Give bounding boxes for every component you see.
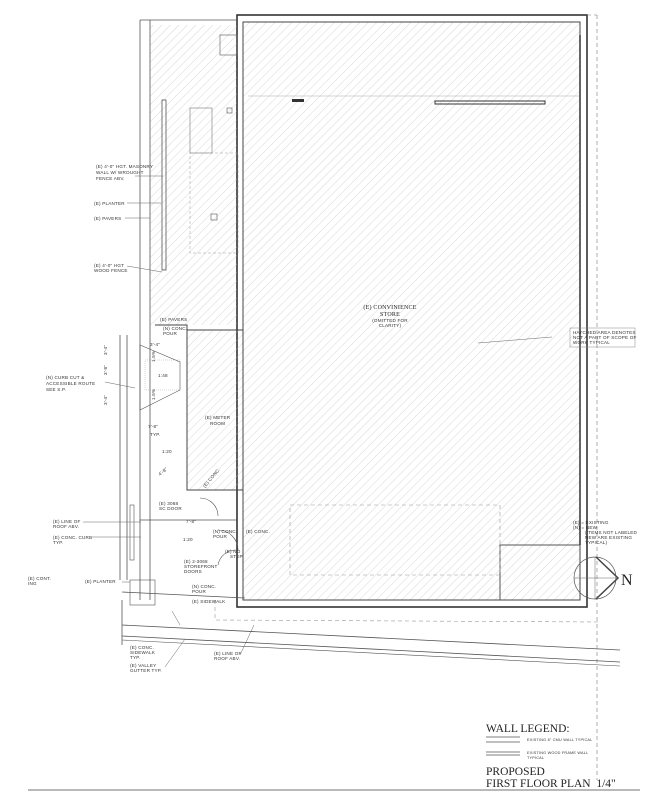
dimension: 1:20	[162, 449, 172, 454]
meter-room-label: ROOM	[210, 421, 225, 426]
no-step-label: STEP	[230, 554, 243, 559]
abbreviation: NEW ARE EXISTING	[585, 535, 632, 540]
store-name: (E) CONVINIENCE	[363, 304, 416, 311]
conc-pour-label: (N) CONC.	[163, 326, 187, 331]
conc-sidewalk-label: TYP.	[130, 655, 140, 660]
valley-gutter-label: (E) VALLEY	[130, 663, 156, 668]
door-label: SC DOOR	[159, 506, 182, 511]
hatch-note: NOT A PART OF SCOPE OF	[573, 335, 637, 340]
dimension: 1:48	[158, 373, 168, 378]
curb-cut-label: SEE S.P.	[46, 387, 66, 392]
planter-bottom-label: (E) PLANTER	[85, 579, 116, 584]
dimension: 4'-8"	[157, 466, 168, 476]
dimension: 3'-4"	[103, 345, 108, 355]
masonry-wall-label: WALL W/ WROUGHT	[96, 170, 144, 175]
wood-fence-label: (E) 4'-0" HGT	[94, 263, 124, 268]
conc-right-label: (E) CONC.	[246, 529, 270, 534]
courtyard	[119, 19, 244, 606]
title-line-2: FIRST FLOOR PLAN 1/4"	[486, 778, 616, 790]
dimension: 1.5%	[151, 389, 156, 400]
dimension: 7'-8"	[148, 424, 158, 429]
dimension: TYP.	[150, 432, 160, 437]
dimension: 1:20	[183, 537, 193, 542]
legend-item: EXISTING WOOD FRAME WALL	[527, 751, 588, 755]
storefront-label: STOREFRONT	[184, 564, 218, 569]
abbreviation: (E) = EXISTING	[573, 520, 609, 525]
abbreviation: (N) = NEW	[573, 525, 598, 530]
conc-pour-label: POUR	[163, 331, 178, 336]
legend-title: WALL LEGEND:	[486, 723, 570, 735]
pavers-label: (E) PAVERS	[94, 216, 121, 221]
conc-curb-label: (E) CONC. CURB	[53, 535, 92, 540]
legend-item: TYPICAL	[527, 756, 544, 760]
conc-pour-mid-label: (N) CONC.	[213, 529, 237, 534]
line-of-roof-bottom-label: ROOF ABV.	[214, 656, 240, 661]
door-label: (E) 3068	[159, 501, 178, 506]
store-note: CLARITY)	[379, 323, 402, 328]
abbreviation: (ITEMS NOT LABELED	[585, 530, 637, 535]
planter-label: (E) PLANTER	[94, 201, 125, 206]
north-label: N	[621, 572, 633, 589]
hatch-note: HATCHED AREA DENOTES	[573, 330, 636, 335]
dimension: 3'-4"	[150, 342, 160, 347]
cont-ing-label: (E) CONT.	[28, 576, 51, 581]
wall-legend: WALL LEGEND: EXISTING 8" CMU WALL TYPICA…	[486, 723, 616, 790]
sidewalk	[28, 591, 640, 791]
wood-fence-label: WOOD FENCE	[94, 268, 128, 273]
store-note: (OMITTED FOR	[372, 318, 408, 323]
cont-ing-label: ING	[28, 581, 37, 586]
no-step-label: (E) NO	[225, 549, 241, 554]
dimension: 7'-8"	[186, 519, 196, 524]
masonry-wall-label: FENCE ABV.	[96, 176, 125, 181]
north-arrow-icon: N	[573, 556, 633, 600]
dimension: 3'-8"	[103, 365, 108, 375]
conc-pour-bottom-label: (N) CONC.	[192, 584, 216, 589]
conc-pour-mid-label: POUR	[213, 534, 228, 539]
curb-cut-label: (N) CURB CUT &	[46, 375, 84, 380]
sidewalk-label: (E) SIDEWALK	[192, 599, 226, 604]
storefront-label: (E) 2-3068	[184, 559, 208, 564]
storefront-label: DOORS	[184, 569, 202, 574]
conc-pour-bottom-label: POUR	[192, 589, 207, 594]
valley-gutter-label: GUTTER TYP.	[130, 668, 162, 673]
dimension: 3'-4"	[103, 395, 108, 405]
abbreviation: TYPICAL)	[585, 540, 608, 545]
conc-sidewalk-label: (E) CONC.	[130, 645, 154, 650]
store-building	[236, 14, 598, 780]
line-of-roof-bottom-label: (E) LINE OF	[214, 651, 241, 656]
conc-curb-label: TYP.	[53, 540, 63, 545]
store-name: STORE	[380, 312, 400, 318]
line-of-roof-label: ROOF ABV.	[53, 524, 79, 529]
pavers-mid-label: (E) PAVERS	[160, 317, 187, 322]
curb-cut-label: ACCESSIBLE ROUTE	[46, 381, 95, 386]
line-of-roof-label: (E) LINE OF	[53, 519, 80, 524]
legend-item: EXISTING 8" CMU WALL TYPICAL	[527, 738, 592, 742]
conc-sidewalk-label: SIDEWALK	[130, 650, 156, 655]
meter-room-label: (E) METER	[205, 415, 231, 420]
title-line-1: PROPOSED	[486, 766, 545, 778]
masonry-wall-label: (E) 4'-0" HGT. MASONRY	[96, 164, 153, 169]
dimension: 1.5%	[151, 351, 156, 362]
leader-lines	[83, 175, 553, 668]
hatch-note: WORK TYPICAL	[573, 340, 610, 345]
